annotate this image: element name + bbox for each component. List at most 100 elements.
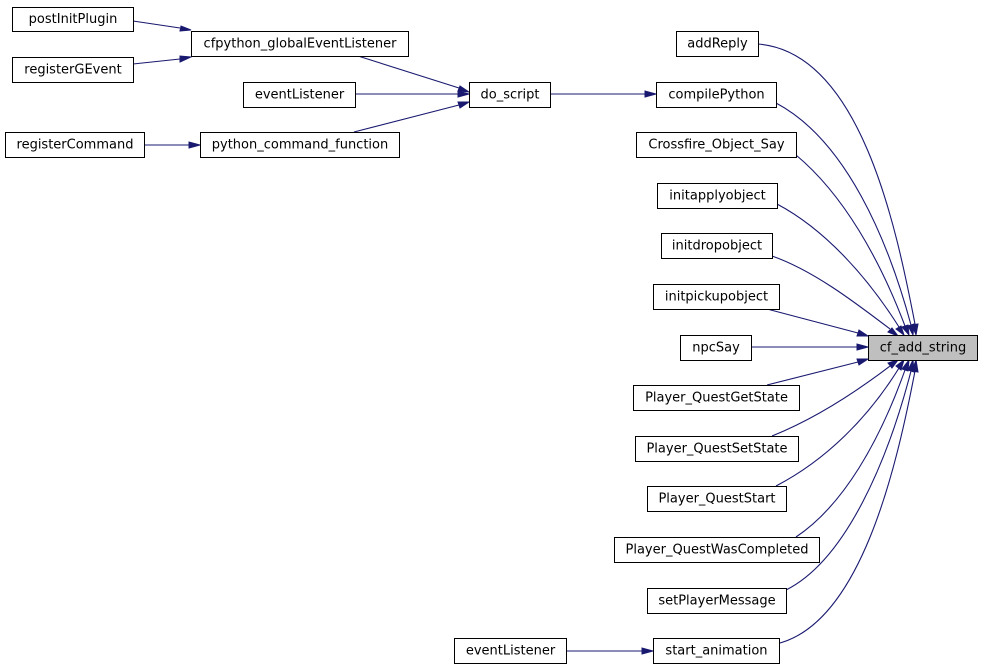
- edge-line: [766, 361, 859, 386]
- node-label: python_command_function: [212, 138, 388, 153]
- node-box: [614, 537, 820, 563]
- node-box: [12, 57, 134, 83]
- node-initapplyobject[interactable]: initapplyobject: [657, 183, 778, 209]
- arrowhead-icon: [887, 327, 900, 338]
- edge-Player_QuestSetState-to-cf_add_string: [771, 359, 900, 437]
- node-label: addReply: [687, 37, 748, 52]
- edge-line: [757, 43, 916, 325]
- node-registerGEvent[interactable]: registerGEvent: [12, 57, 134, 83]
- node-box: [200, 132, 400, 158]
- node-box: [656, 82, 777, 108]
- edge-initpickupobject-to-cf_add_string: [766, 308, 870, 337]
- node-label: eventListener: [255, 88, 345, 103]
- node-registerCommand[interactable]: registerCommand: [5, 132, 145, 158]
- node-box: [633, 385, 800, 411]
- node-postInitPlugin[interactable]: postInitPlugin: [12, 7, 134, 32]
- node-label: Player_QuestWasCompleted: [626, 543, 809, 558]
- edge-Player_QuestGetState-to-cf_add_string: [766, 358, 870, 386]
- edge-line: [775, 367, 900, 487]
- node-Crossfire-Object-Say[interactable]: Crossfire_Object_Say: [636, 132, 797, 158]
- edge-initapplyobject-to-cf_add_string: [776, 203, 905, 337]
- node-Player-QuestGetState[interactable]: Player_QuestGetState: [633, 385, 800, 411]
- node-Player-QuestStart[interactable]: Player_QuestStart: [647, 486, 787, 512]
- node-box: [680, 335, 752, 361]
- node-label: npcSay: [692, 341, 740, 356]
- node-box: [635, 436, 799, 462]
- edge-registerCommand-to-python_command_function: [144, 141, 202, 149]
- node-box: [661, 233, 773, 259]
- node-label: cfpython_globalEventListener: [204, 37, 398, 52]
- node-label: Player_QuestStart: [658, 492, 775, 507]
- node-label: do_script: [481, 88, 540, 103]
- node-Player-QuestSetState[interactable]: Player_QuestSetState: [635, 436, 799, 462]
- node-setPlayerMessage[interactable]: setPlayerMessage: [647, 588, 787, 614]
- edge-line: [353, 104, 460, 133]
- node-box: [676, 31, 759, 57]
- node-label: eventListener: [466, 644, 556, 659]
- edge-Player_QuestStart-to-cf_add_string: [775, 358, 905, 487]
- node-label: initdropobject: [672, 239, 762, 254]
- node-box: [868, 335, 978, 361]
- arrowhead-icon: [641, 647, 655, 655]
- node-cf-add-string[interactable]: cf_add_string: [868, 335, 978, 361]
- arrowhead-icon: [895, 325, 905, 337]
- node-box: [657, 183, 778, 209]
- node-box: [653, 284, 780, 310]
- edge-Crossfire_Object_Say-to-cf_add_string: [795, 154, 910, 337]
- node-box: [647, 486, 787, 512]
- node-label: registerCommand: [17, 138, 134, 153]
- node-box: [469, 82, 551, 108]
- node-label: cf_add_string: [880, 341, 967, 356]
- edge-do_script-to-compilePython: [550, 90, 658, 98]
- node-box: [12, 7, 134, 32]
- node-label: setPlayerMessage: [658, 594, 775, 609]
- node-python-command-function[interactable]: python_command_function: [200, 132, 400, 158]
- node-box: [5, 132, 145, 158]
- edge-compilePython-to-cf_add_string: [775, 102, 915, 337]
- edge-line: [771, 255, 891, 330]
- node-label: initapplyobject: [669, 189, 765, 204]
- node-start-animation[interactable]: start_animation: [653, 638, 780, 664]
- node-label: initpickupobject: [665, 290, 768, 305]
- arrowhead-icon: [188, 141, 202, 149]
- edge-initdropobject-to-cf_add_string: [771, 255, 900, 338]
- node-cfpython-globalEventListener[interactable]: cfpython_globalEventListener: [191, 31, 409, 57]
- edge-npcSay-to-cf_add_string: [751, 343, 870, 351]
- arrowhead-icon: [907, 323, 915, 337]
- node-eventListener-b[interactable]: eventListener: [454, 638, 567, 664]
- edge-postInitPlugin-to-cfpython_globalEventListener: [132, 20, 192, 32]
- node-addReply[interactable]: addReply: [676, 31, 759, 57]
- arrowhead-icon: [457, 85, 470, 93]
- node-initpickupobject[interactable]: initpickupobject: [653, 284, 780, 310]
- arrowhead-icon: [856, 329, 870, 337]
- node-box: [653, 638, 780, 664]
- node-label: Crossfire_Object_Say: [648, 138, 784, 153]
- edge-line: [775, 102, 912, 326]
- arrowhead-icon: [856, 358, 870, 366]
- edge-registerGEvent-to-cfpython_globalEventListener: [132, 55, 193, 65]
- edge-line: [357, 55, 460, 89]
- edge-line: [775, 370, 916, 645]
- arrowhead-icon: [457, 101, 471, 109]
- node-Player-QuestWasCompleted[interactable]: Player_QuestWasCompleted: [614, 537, 820, 563]
- node-box: [454, 638, 567, 664]
- arrowhead-icon: [856, 343, 870, 351]
- arrowhead-icon: [457, 90, 471, 98]
- arrowhead-icon: [901, 324, 910, 337]
- edge-eventListener_b-to-start_animation: [566, 647, 655, 655]
- node-initdropobject[interactable]: initdropobject: [661, 233, 773, 259]
- node-label: Player_QuestSetState: [646, 442, 787, 457]
- node-label: registerGEvent: [24, 63, 121, 78]
- node-compilePython[interactable]: compilePython: [656, 82, 777, 108]
- arrowhead-icon: [911, 358, 919, 373]
- node-eventListener-a[interactable]: eventListener: [243, 82, 356, 108]
- edge-line: [776, 203, 900, 328]
- node-do-script[interactable]: do_script: [469, 82, 551, 108]
- node-box: [191, 31, 409, 57]
- node-npcSay[interactable]: npcSay: [680, 335, 752, 361]
- edge-line: [785, 370, 912, 591]
- edge-line: [132, 20, 181, 29]
- edge-eventListener_a-to-do_script: [355, 90, 471, 98]
- node-box: [636, 132, 797, 158]
